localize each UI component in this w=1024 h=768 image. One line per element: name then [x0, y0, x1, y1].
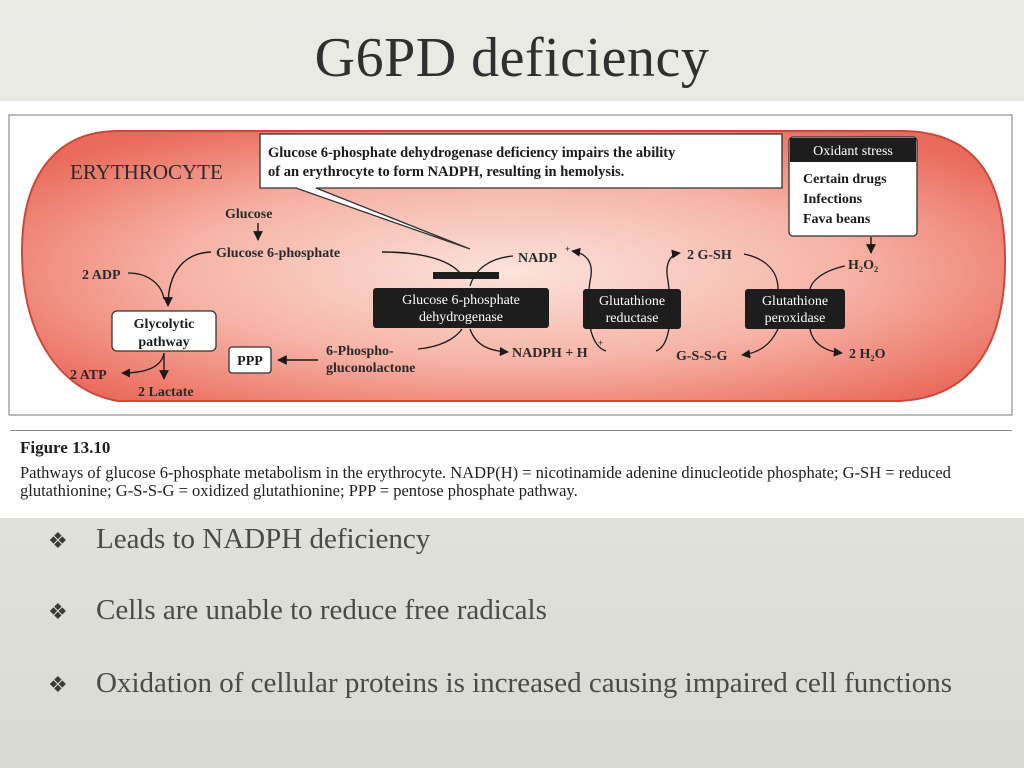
figure-panel: ERYTHROCYTE Glucose 6-phosphate dehydrog… — [0, 101, 1024, 518]
arrow-nadph — [469, 328, 509, 357]
gp-label-2: peroxidase — [765, 311, 826, 326]
gsh-label: 2 G-SH — [687, 248, 732, 263]
glycolytic-label-2: pathway — [138, 335, 189, 350]
stress-item-infections: Infections — [803, 192, 863, 207]
g6p-label: Glucose 6-phosphate — [216, 246, 340, 261]
erythrocyte-diagram: ERYTHROCYTE Glucose 6-phosphate dehydrog… — [8, 114, 1013, 431]
g6pd-label-2: dehydrogenase — [419, 310, 503, 325]
ppp-label: PPP — [237, 354, 263, 369]
gp-box — [745, 289, 845, 329]
arrow-gp-gssg — [741, 328, 779, 359]
g6pd-label-1: Glucose 6-phosphate — [402, 293, 520, 308]
bullet-diamond-icon: ❖ — [48, 673, 68, 698]
slide-title: G6PD deficiency — [314, 27, 710, 89]
erythrocyte-cell — [20, 130, 1007, 402]
gr-label-2: reductase — [606, 311, 659, 326]
h2o2-label: H₂O₂ — [848, 258, 878, 273]
callout-text-1: Glucose 6-phosphate dehydrogenase defici… — [268, 145, 676, 161]
caption-text: Pathways of glucose 6-phosphate metaboli… — [20, 463, 951, 500]
g6pd-to-phospho — [417, 328, 463, 350]
bullet-diamond-icon: ❖ — [48, 600, 68, 625]
g6pd-block-bar — [433, 272, 499, 279]
bullet-diamond-icon: ❖ — [48, 529, 68, 554]
cell-label: ERYTHROCYTE — [70, 160, 223, 184]
glycolytic-box — [111, 310, 217, 352]
oxidant-stress-title: Oxidant stress — [813, 144, 893, 159]
h2o2-curve — [809, 265, 846, 290]
atp-label: 2 ATP — [70, 368, 107, 383]
nadp-curve — [469, 255, 514, 287]
callout-text-2: of an erythrocyte to form NADPH, resulti… — [268, 164, 624, 180]
nadph-label: NADPH + H — [512, 346, 588, 361]
glucose-label: Glucose — [225, 207, 272, 222]
gsh-to-gp-curve — [743, 253, 779, 290]
gssg-label: G-S-S-G — [676, 349, 727, 364]
nadp-superscript: + — [565, 244, 570, 254]
caption-label: Figure 13.10 — [20, 438, 111, 457]
lactate-label: 2 Lactate — [138, 385, 194, 400]
adp-label: 2 ADP — [82, 268, 121, 283]
bullet-item: ❖ Oxidation of cellular proteins is incr… — [48, 666, 956, 703]
bullet-text: Cells are unable to reduce free radicals — [96, 594, 547, 626]
gp-label-1: Glutathione — [762, 294, 828, 309]
bullet-text: Oxidation of cellular proteins is increa… — [96, 667, 953, 699]
bullet-text: Leads to NADPH deficiency — [96, 523, 431, 555]
nadp-label: NADP — [518, 251, 557, 266]
arrow-g6p-g6pd — [381, 251, 461, 274]
h2o-label: 2 H₂O — [849, 347, 886, 362]
oxidant-stress-header — [790, 138, 916, 162]
arrow-atp — [121, 352, 165, 378]
glycolytic-label-1: Glycolytic — [134, 317, 195, 332]
ppp-box — [228, 346, 272, 374]
stress-item-drugs: Certain drugs — [803, 172, 887, 187]
g6pd-box — [373, 288, 549, 328]
gr-label-1: Glutathione — [599, 294, 665, 309]
phospho-label-1: 6-Phospho- — [326, 344, 394, 359]
callout-box — [259, 133, 783, 250]
adp-curve — [127, 272, 165, 300]
bullet-item: ❖ Cells are unable to reduce free radica… — [48, 593, 956, 630]
figure-frame — [8, 114, 1013, 416]
arrow-gr-gsh — [655, 249, 681, 352]
nadph-superscript: + — [598, 338, 603, 348]
phospho-label-2: gluconolactone — [326, 361, 415, 376]
figure-caption: Figure 13.10 Pathways of glucose 6-phosp… — [20, 439, 1010, 500]
arrow-g6p-glycolysis — [163, 251, 212, 307]
stress-item-fava: Fava beans — [803, 212, 871, 227]
bullet-item: ❖ Leads to NADPH deficiency — [48, 522, 956, 559]
arrow-gp-h2o — [809, 328, 843, 357]
arrow-gr-nadp — [571, 247, 607, 352]
gr-box — [583, 289, 681, 329]
